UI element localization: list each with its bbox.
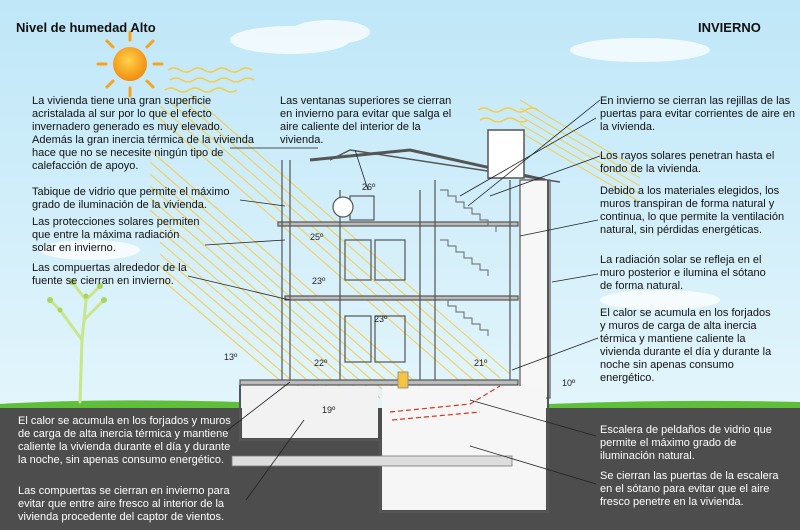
note-heat-accumulation: El calor se acumula en los forjados y mu… <box>18 415 231 466</box>
title-humidity-level: Nivel de humedad Alto <box>16 20 156 35</box>
note-reflected-radiation: La radiación solar se refleja en el muro… <box>600 254 766 292</box>
temp-attic: 26º <box>362 182 376 192</box>
foundation-slab <box>231 455 513 467</box>
air-flow-arrows <box>389 385 501 421</box>
temp-middle-floor-front: 23º <box>312 276 326 286</box>
note-glass-partition: Tabique de vidrio que permite el máximo … <box>32 186 230 211</box>
note-breathing-walls: Debido a los materiales elegidos, los mu… <box>600 185 785 236</box>
note-thermal-mass: El calor se acumula en los forjados y mu… <box>600 307 772 384</box>
leader-lines <box>187 99 601 501</box>
note-fountain-gates: Las compuertas alrededor de la fuente se… <box>32 262 187 287</box>
basement-stair-room <box>382 386 546 510</box>
fountain <box>397 371 409 389</box>
grass-right <box>548 400 800 410</box>
clouds <box>40 20 720 310</box>
note-solar-protections: Las protecciones solares permiten que en… <box>32 216 200 254</box>
tree-icon <box>48 280 106 404</box>
temp-ground-floor: 22º <box>314 358 328 368</box>
temp-middle-floor-center: 23º <box>374 314 388 324</box>
note-sun-rays-depth: Los rayos solares penetran hasta el fond… <box>600 150 775 175</box>
temp-outdoor-back: 10º <box>562 378 576 388</box>
title-season: INVIERNO <box>698 20 761 35</box>
temp-upper-floor: 25º <box>310 232 324 242</box>
temp-stair-core: 21º <box>474 358 488 368</box>
note-windcatcher-gates: Las compuertas se cierran en invierno pa… <box>18 485 230 523</box>
temp-outdoor-front: 13º <box>224 352 238 362</box>
note-greenhouse-effect: La vivienda tiene una gran superficie ac… <box>32 95 254 172</box>
basement-room <box>242 386 378 438</box>
note-upper-windows: Las ventanas superiores se cierran en in… <box>280 95 452 146</box>
tree-leaves <box>47 279 107 313</box>
note-glass-staircase: Escalera de peldaños de vidrio que permi… <box>600 424 772 462</box>
solar-rays <box>149 93 641 407</box>
sun-icon <box>96 30 164 98</box>
note-door-grilles: En invierno se cierran las rejillas de l… <box>600 95 796 133</box>
sun-heat-waves <box>164 67 539 123</box>
house-section <box>239 129 561 513</box>
note-basement-doors: Se cierran las puertas de la escalera en… <box>600 470 779 508</box>
temp-basement: 19º <box>322 405 336 415</box>
grass-left <box>0 400 240 410</box>
